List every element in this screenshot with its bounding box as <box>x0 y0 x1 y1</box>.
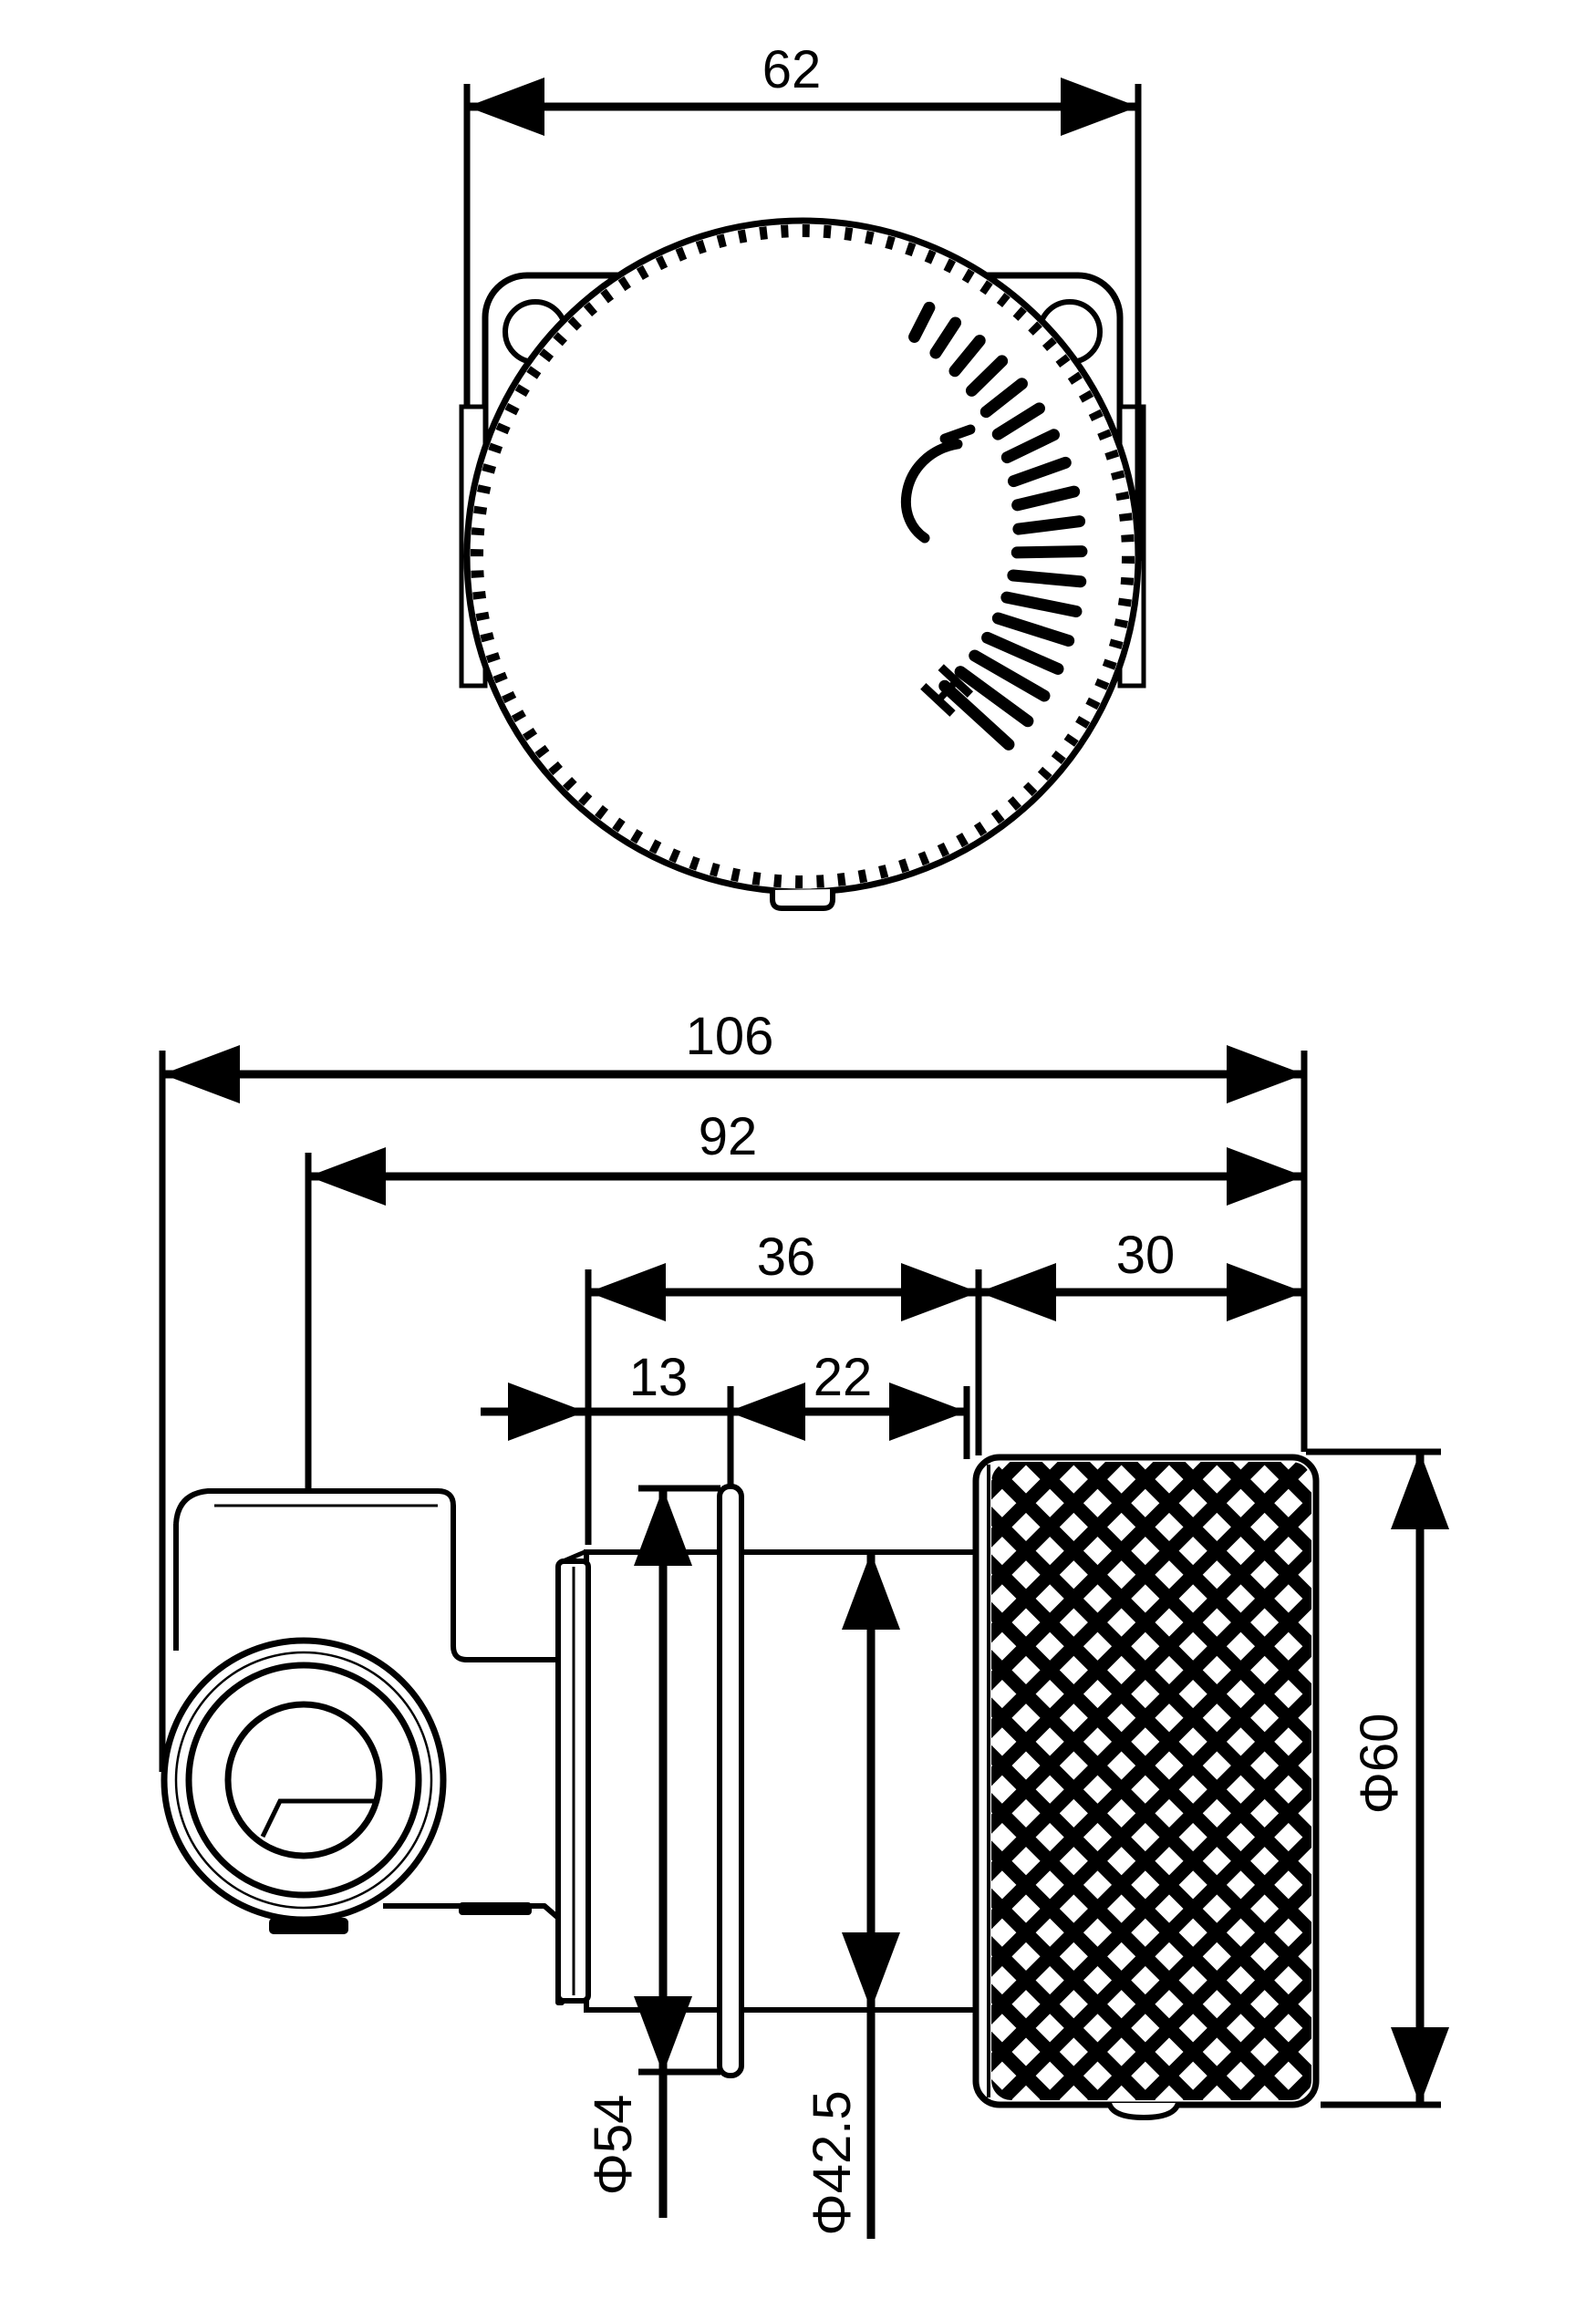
dim-phi54: Φ54 <box>584 1485 720 2218</box>
dim-36-label: 36 <box>757 1227 816 1287</box>
port-bore-circle <box>224 1701 383 1859</box>
knob-bottom-tab <box>770 889 835 911</box>
dial-tick <box>981 631 1064 675</box>
dial-tick <box>954 666 1034 728</box>
knob-side-tab <box>1106 2101 1181 2121</box>
dial-tick <box>1000 591 1083 617</box>
dial-tick <box>969 649 1051 702</box>
dial-tick <box>991 612 1075 647</box>
knob-knurl-edge <box>471 224 1135 888</box>
dial-tick <box>1000 429 1060 464</box>
dim-92-label: 92 <box>699 1107 758 1166</box>
dial-tick <box>979 378 1028 419</box>
dim-22-label: 22 <box>814 1348 873 1407</box>
dim-22: 22 <box>728 1348 970 1459</box>
port-middle-circle <box>185 1662 422 1899</box>
side-view <box>161 1454 1320 2121</box>
dial-tick <box>929 316 962 359</box>
dial-tick <box>1007 569 1087 588</box>
dim-phi42_5-label: Φ42.5 <box>803 2090 862 2235</box>
dial-tick <box>1012 515 1086 535</box>
dim-phi42_5: Φ42.5 <box>803 1552 900 2239</box>
body-foot <box>269 1918 348 1934</box>
dim-106-label: 106 <box>686 1007 774 1066</box>
flow-hook-serif <box>939 424 976 444</box>
dim-62-label: 62 <box>762 40 822 99</box>
front-view: H <box>459 217 1146 911</box>
dim-106: 106 <box>159 1007 1308 1772</box>
dial-tick <box>1010 545 1088 559</box>
dial-tick <box>948 335 986 378</box>
dim-phi60: Φ60 <box>1306 1448 1449 2108</box>
dim-30-label: 30 <box>1116 1226 1176 1285</box>
flow-hook-icon <box>900 439 963 544</box>
dial-tick <box>908 301 936 343</box>
dial-tick <box>1011 485 1081 512</box>
dim-phi54-label: Φ54 <box>584 2095 643 2196</box>
dial-tick <box>991 402 1046 440</box>
cartridge-cylinder <box>584 1549 979 2013</box>
dial-tick <box>938 679 1015 751</box>
body-top-outline <box>173 1488 562 1662</box>
dim-62: 62 <box>463 40 1142 561</box>
dim-30: 30 <box>979 1226 1304 1321</box>
dim-36: 36 <box>585 1227 982 1545</box>
port-ring <box>174 1651 433 1910</box>
dial-tick <box>1007 456 1072 488</box>
dim-13: 13 <box>481 1348 833 1486</box>
body-seam-bar <box>459 1902 532 1915</box>
dim-phi60-label: Φ60 <box>1350 1714 1409 1815</box>
knob-knurl-pattern <box>991 1462 1311 2100</box>
dial-tick <box>965 355 1009 397</box>
disk-phi54 <box>717 1484 744 2078</box>
bore-flat-chord <box>260 1798 376 1838</box>
dim-92: 92 <box>305 1107 1304 1488</box>
dial-scale <box>908 301 1088 751</box>
dim-13-label: 13 <box>629 1348 689 1407</box>
